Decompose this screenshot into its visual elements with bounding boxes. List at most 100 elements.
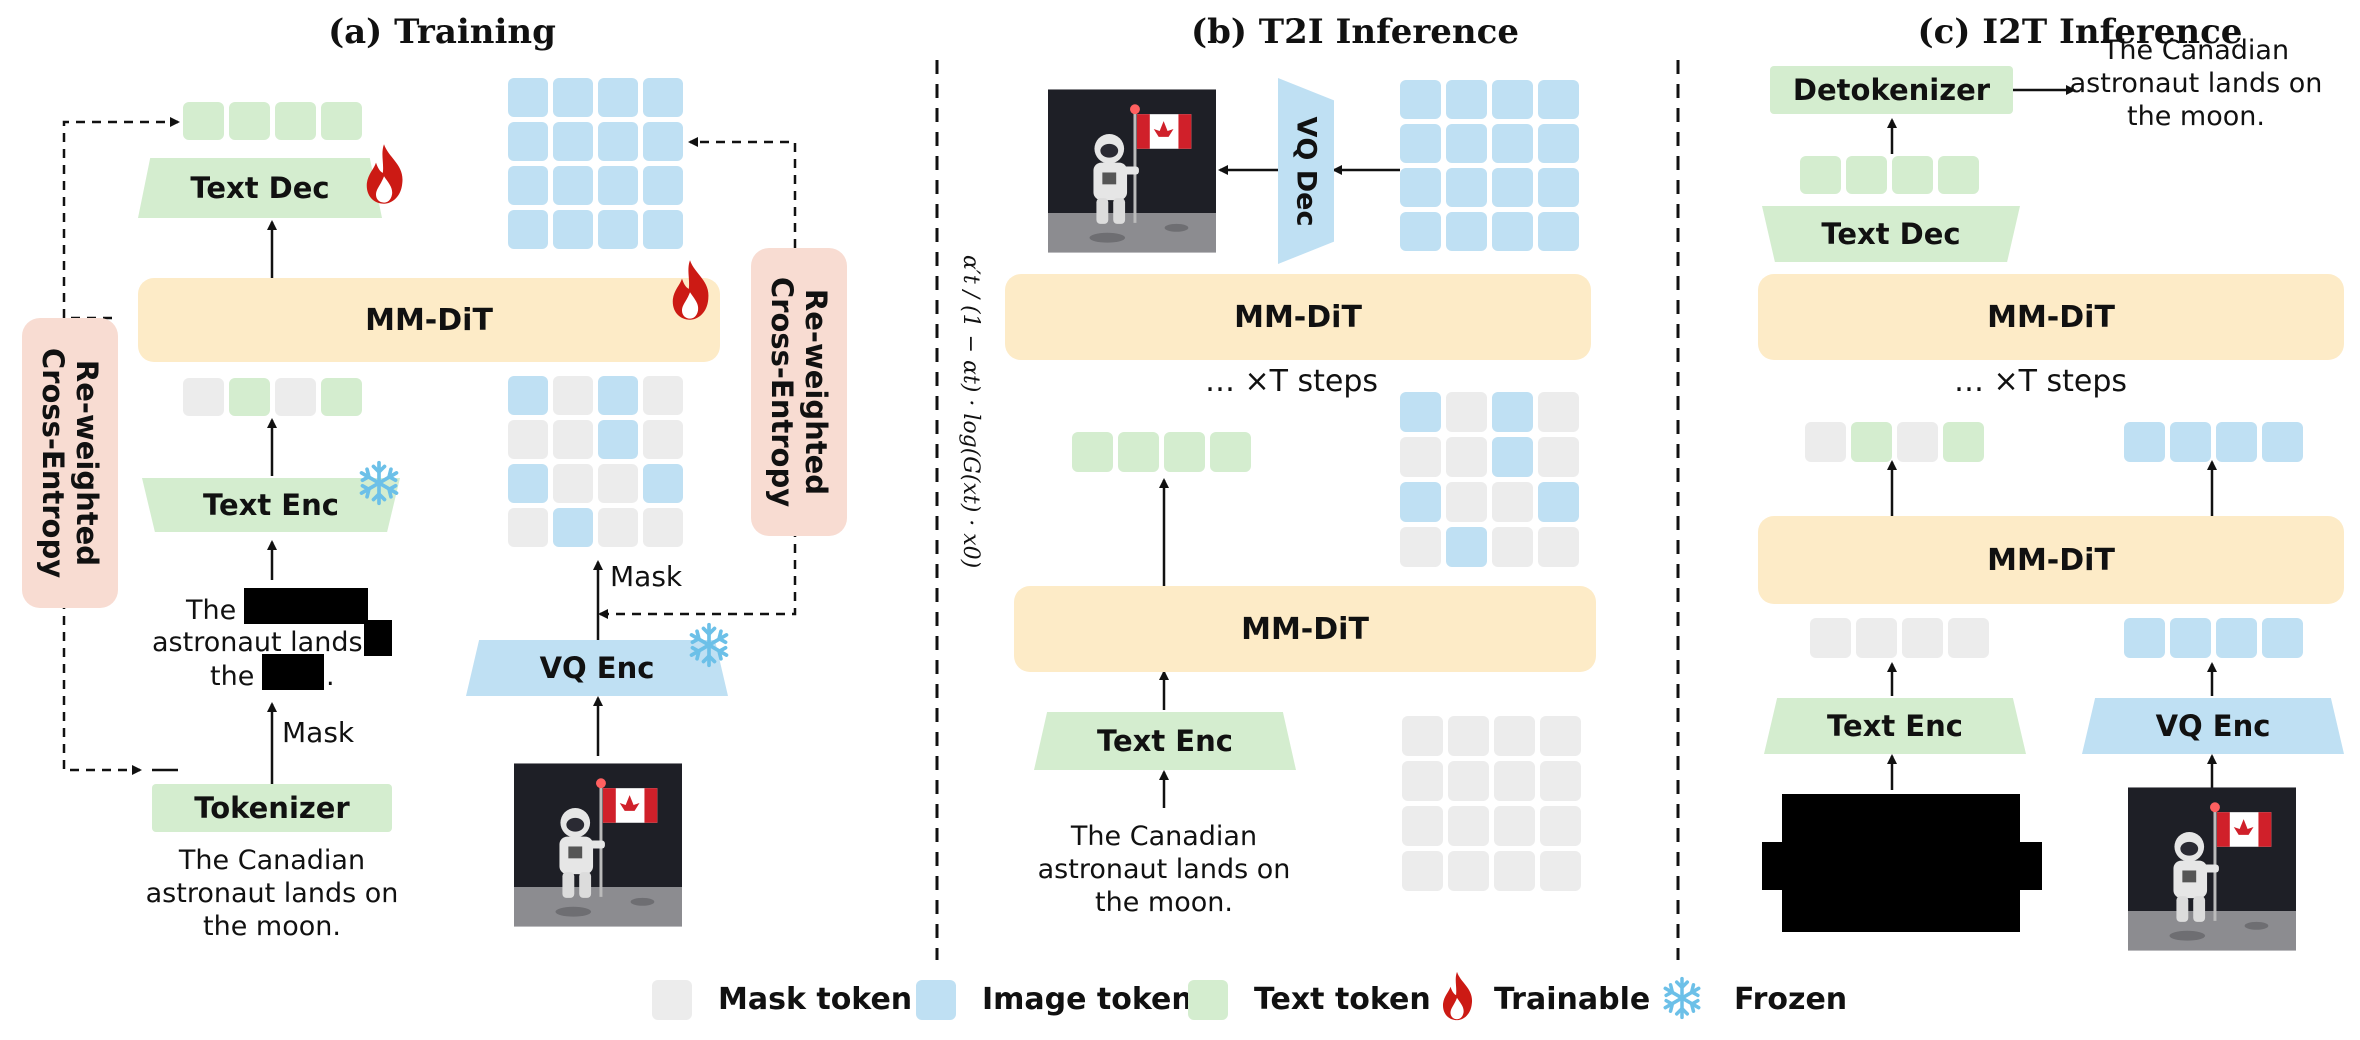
image-token bbox=[1400, 212, 1441, 251]
image-token bbox=[2124, 618, 2165, 658]
t2i-text-encoder: Text Enc bbox=[1034, 712, 1296, 770]
training-vq-encoder: VQ Enc bbox=[466, 640, 728, 696]
astronaut-image bbox=[2128, 786, 2296, 952]
mask-token bbox=[183, 378, 224, 416]
snowflake-icon bbox=[359, 460, 399, 506]
i2t-mmdit-top: MM-DiT bbox=[1758, 274, 2344, 360]
image-token bbox=[1492, 392, 1533, 432]
image-token bbox=[1492, 437, 1533, 477]
i2t-partial-text-tokens bbox=[1805, 422, 1984, 462]
training-image-token-grid bbox=[508, 78, 683, 249]
loss-label: Re-weighted Cross-Entropy bbox=[765, 276, 833, 508]
legend-text-token: Text token bbox=[1254, 982, 1431, 1017]
image-token bbox=[1538, 168, 1579, 207]
mask-label-image: Mask bbox=[610, 560, 683, 593]
astronaut-image bbox=[1048, 88, 1216, 254]
mask-token bbox=[1446, 392, 1487, 432]
image-token bbox=[1492, 168, 1533, 207]
mask-token bbox=[643, 420, 683, 459]
t2i-steps-label: … ×T steps bbox=[1205, 364, 1379, 399]
mask-token bbox=[1446, 482, 1487, 522]
mask-token bbox=[1538, 392, 1579, 432]
image-token bbox=[553, 166, 593, 205]
i2t-text-encoder: Text Enc bbox=[1764, 698, 2026, 754]
i2t-image-tokens-top bbox=[2124, 422, 2303, 462]
panel-title-i2t: (c) I2T Inference bbox=[1917, 12, 2243, 52]
mask-token bbox=[1402, 806, 1443, 846]
image-token bbox=[508, 78, 548, 117]
redaction-bar bbox=[262, 654, 324, 690]
snowflake-icon bbox=[1663, 976, 1701, 1020]
text-token bbox=[1846, 156, 1887, 194]
image-token bbox=[598, 376, 638, 415]
redacted-text-input bbox=[1762, 842, 2042, 890]
legend-image-token: Image token bbox=[982, 982, 1193, 1017]
image-token bbox=[598, 78, 638, 117]
image-token bbox=[598, 166, 638, 205]
mask-token bbox=[1446, 437, 1487, 477]
image-token bbox=[508, 166, 548, 205]
training-text-decoder: Text Dec bbox=[138, 158, 382, 218]
vq-decoder: VQ Dec bbox=[1278, 78, 1334, 264]
vq-decoder-label: VQ Dec bbox=[1290, 116, 1322, 226]
mask-token bbox=[508, 508, 548, 547]
mask-token bbox=[508, 420, 548, 459]
i2t-vq-encoder: VQ Enc bbox=[2082, 698, 2344, 754]
i2t-output-text-tokens bbox=[1800, 156, 1979, 194]
image-token bbox=[1446, 80, 1487, 119]
image-token bbox=[2170, 422, 2211, 462]
image-token bbox=[1492, 124, 1533, 163]
training-mmdit-block: MM-DiT bbox=[138, 278, 720, 362]
mask-token bbox=[1492, 527, 1533, 567]
mask-token bbox=[1402, 761, 1443, 801]
image-token bbox=[1446, 168, 1487, 207]
text-token bbox=[1800, 156, 1841, 194]
image-token bbox=[2124, 422, 2165, 462]
fire-icon bbox=[672, 260, 709, 320]
t2i-text-tokens bbox=[1072, 432, 1251, 472]
mask-token bbox=[1902, 618, 1943, 658]
mask-token bbox=[553, 376, 593, 415]
mask-token bbox=[1448, 851, 1489, 891]
image-token bbox=[1400, 392, 1441, 432]
text-token bbox=[1892, 156, 1933, 194]
snowflake-icon bbox=[689, 622, 729, 668]
masked-caption-period: . bbox=[326, 661, 335, 692]
mask-token bbox=[1540, 761, 1581, 801]
text-token bbox=[1118, 432, 1159, 472]
image-token bbox=[553, 78, 593, 117]
text-token bbox=[1072, 432, 1113, 472]
mask-token bbox=[1810, 618, 1851, 658]
image-token bbox=[508, 210, 548, 249]
text-token bbox=[321, 378, 362, 416]
mask-token bbox=[1494, 851, 1535, 891]
mask-token bbox=[1448, 716, 1489, 756]
image-token bbox=[2262, 618, 2303, 658]
image-token bbox=[553, 122, 593, 161]
legend-swatch-image bbox=[916, 980, 956, 1020]
image-token bbox=[553, 508, 593, 547]
legend-frozen: Frozen bbox=[1734, 982, 1848, 1017]
text-token bbox=[229, 102, 270, 140]
t2i-partial-image-tokens bbox=[1400, 392, 1579, 567]
image-token bbox=[1538, 80, 1579, 119]
image-token bbox=[553, 210, 593, 249]
mask-token bbox=[598, 508, 638, 547]
training-loss-left: Re-weighted Cross-Entropy bbox=[22, 318, 118, 608]
image-token bbox=[1446, 124, 1487, 163]
mask-token bbox=[1948, 618, 1989, 658]
mask-token bbox=[1538, 527, 1579, 567]
image-token bbox=[508, 122, 548, 161]
training-text-encoder: Text Enc bbox=[142, 478, 400, 532]
mask-token bbox=[1402, 716, 1443, 756]
mask-token bbox=[553, 464, 593, 503]
text-token bbox=[1938, 156, 1979, 194]
text-token bbox=[321, 102, 362, 140]
image-token bbox=[1446, 527, 1487, 567]
mask-token bbox=[1494, 761, 1535, 801]
image-token bbox=[2216, 422, 2257, 462]
text-token bbox=[1943, 422, 1984, 462]
fire-icon bbox=[1442, 971, 1473, 1021]
i2t-output-caption: The Canadian astronaut lands on the moon… bbox=[2069, 35, 2323, 132]
t2i-mmdit-top: MM-DiT bbox=[1005, 274, 1591, 360]
